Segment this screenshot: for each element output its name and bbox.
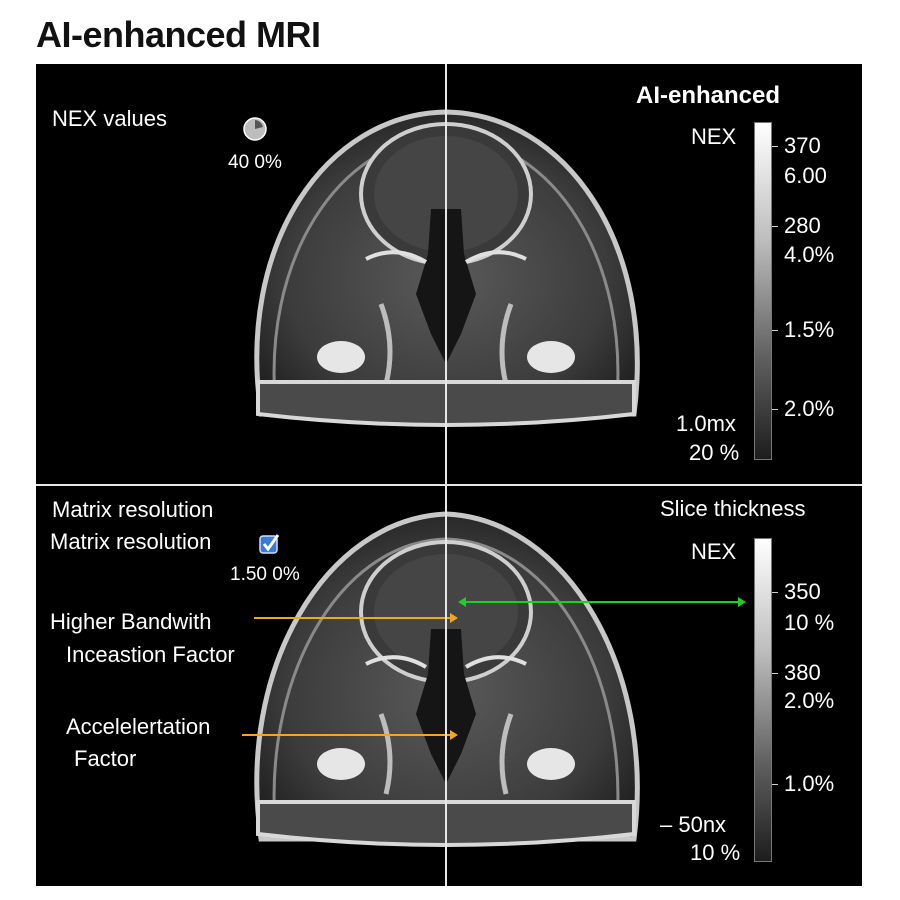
colorbar-bottom-label-5: 1.0% [784,771,835,796]
matrix-resolution-value: 1.50 0% [230,564,300,585]
slice-thickness-heading: Slice thickness [660,496,806,521]
colorbar-top-label-5: 1.5% [784,317,835,342]
matrix-resolution-heading: Matrix resolution [52,497,214,522]
colorbar-bottom [754,538,772,862]
colorbar-bottom-bottom-label-1: – 50nx [660,812,727,837]
bandwidth-annotation-line2: Inceastion Factor [66,642,235,667]
mri-slice-top [254,109,640,427]
colorbar-bottom-label: NEX [691,539,737,564]
page-title: AI-enhanced MRI [36,14,321,55]
checkbox-icon [259,534,280,554]
colorbar-bottom-label-1: 350 [784,579,821,604]
colorbar-bottom-bottom-label-2: 10 % [690,840,741,865]
acceleration-annotation-line2: Factor [74,746,137,771]
acceleration-annotation-line1: Accelelertation [66,714,211,739]
matrix-resolution-subheading: Matrix resolution [50,529,212,554]
colorbar-top-label-2: 6.00 [784,163,827,188]
mri-slice-bottom [254,511,640,847]
horizontal-divider [36,484,862,486]
mri-comparison-panel: NEX values 40 0% AI-enhanced NEX 370 6.0… [36,64,862,886]
colorbar-bottom-label-4: 2.0% [784,688,835,713]
annotation-arrows [242,597,746,740]
nex-value: 40 0% [228,152,282,173]
ai-enhanced-heading: AI-enhanced [636,82,781,109]
dial-icon [243,117,267,141]
colorbar-top-label-6: 2.0% [784,396,835,421]
bandwidth-annotation-line1: Higher Bandwith [50,609,212,634]
colorbar-label-top: NEX [691,124,737,149]
colorbar-bottom-label-2: 10 % [784,610,835,635]
colorbar-top-label-1: 370 [784,133,821,158]
colorbar-top [754,122,772,460]
colorbar-top-label-4: 4.0% [784,242,835,267]
colorbar-top-bottom-label-1: 1.0mx [676,411,736,436]
colorbar-top-bottom-label-2: 20 % [689,440,740,465]
nex-values-heading: NEX values [52,106,167,131]
mri-scan-image [242,109,746,847]
vertical-divider [445,64,447,886]
colorbar-bottom-label-3: 380 [784,660,821,685]
colorbar-top-label-3: 280 [784,213,821,238]
